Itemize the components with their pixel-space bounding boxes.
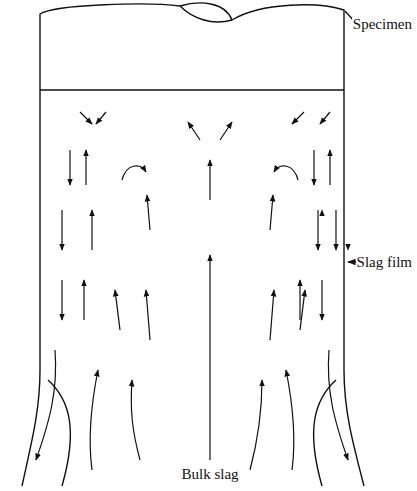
flow-arrows [36, 112, 348, 470]
slag-surface [40, 89, 344, 90]
film-boundary-right [314, 380, 336, 486]
part-label: Slag film [356, 254, 413, 271]
specimen-top [40, 4, 344, 40]
part-label: Specimen [352, 16, 413, 33]
slag-outline-left [22, 40, 40, 486]
specimen-top-edge [180, 3, 232, 20]
film-boundary-left [48, 380, 70, 486]
region-label: Bulk slag [180, 466, 239, 483]
